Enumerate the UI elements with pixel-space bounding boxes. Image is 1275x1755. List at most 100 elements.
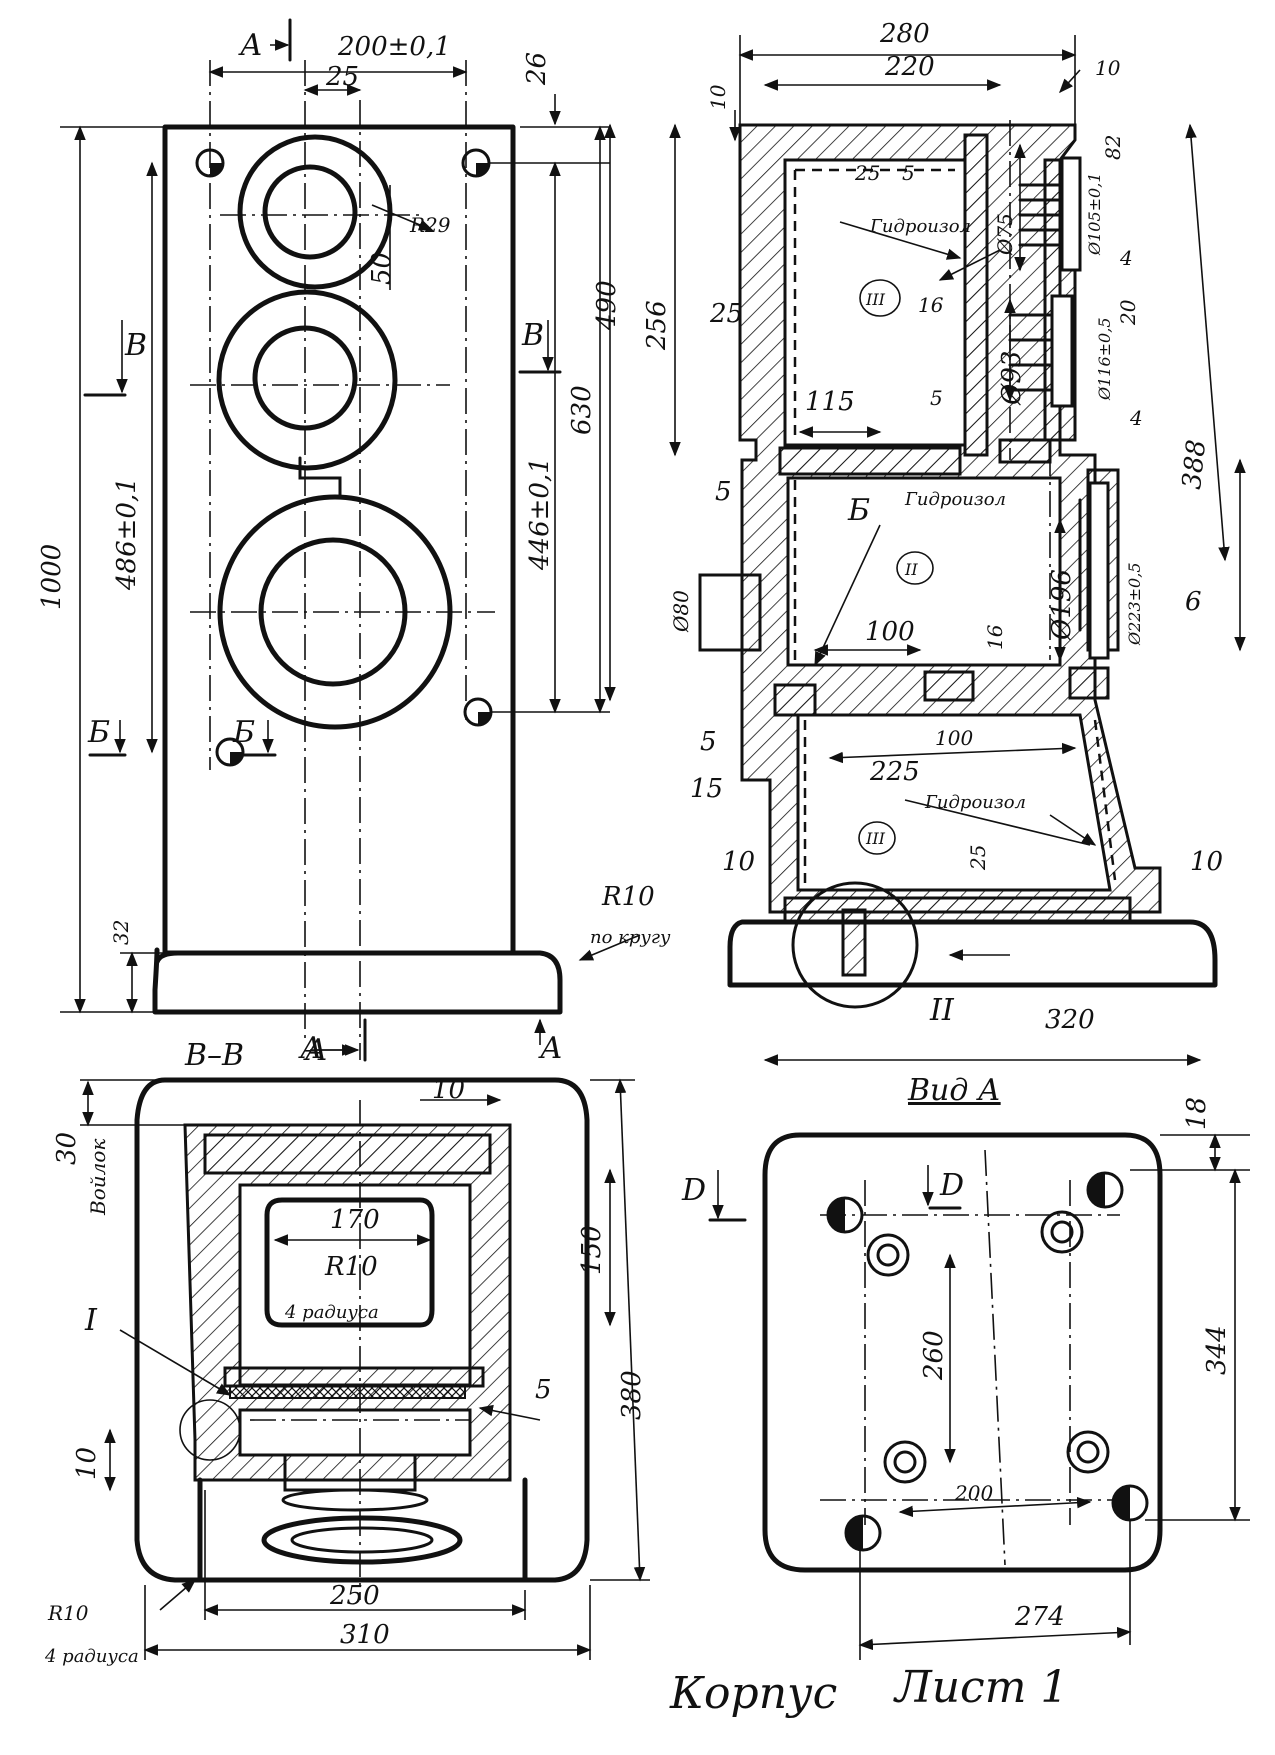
tweeter-inner — [262, 164, 358, 260]
section-v-v: В–В А 30 10 170 150 R10 5 10 380 250 310… — [44, 1031, 650, 1667]
dim-380: 380 — [617, 1370, 647, 1420]
shelf-2b — [923, 670, 975, 702]
tweeter-flange — [1060, 156, 1082, 272]
plinth-screw — [841, 908, 867, 977]
middle-chamber — [786, 476, 1062, 667]
dim-630: 630 — [567, 385, 597, 435]
dim-4-lower: 4 — [1129, 406, 1143, 430]
shelf-2a — [773, 683, 817, 717]
label-voilok: Войлок — [86, 1139, 110, 1216]
dim-250: 250 — [329, 1581, 380, 1611]
label-item-lower: III — [865, 829, 886, 848]
dim-30: 30 — [52, 1132, 82, 1165]
label-gidroizol-1: Гидроизол — [869, 216, 971, 237]
label-arrow-b: Б — [847, 493, 870, 528]
dim-15: 15 — [690, 774, 723, 804]
dim-1000: 1000 — [37, 544, 67, 610]
sheet-title: Корпус — [669, 1668, 837, 1719]
side-section: 280 220 10 10 25 5 16 25 115 5 256 490 3… — [592, 19, 1246, 1066]
section-driver-cone-2 — [261, 1515, 463, 1565]
mid-flange — [1050, 294, 1074, 408]
section-driver-cone-3 — [290, 1526, 434, 1554]
dim-200: 200±0,1 — [337, 32, 451, 62]
dim-dia80: Ø80 — [669, 590, 693, 633]
label-detail-ii: II — [929, 993, 955, 1028]
dim-dia75: Ø75 — [993, 213, 1017, 256]
dim-26: 26 — [522, 52, 552, 86]
front-plinth — [152, 947, 563, 1015]
view-a-feet — [866, 1210, 1110, 1484]
dim-115: 115 — [805, 387, 855, 417]
section-port-window — [264, 1197, 435, 1328]
dim-388: 388 — [1177, 438, 1212, 491]
dim-280: 280 — [879, 19, 930, 49]
dim-10-top-left: 10 — [706, 84, 730, 110]
dim-5-top: 5 — [902, 161, 915, 185]
section-top-panel — [203, 1133, 492, 1175]
dim-490: 490 — [592, 280, 622, 331]
hidden-lower — [803, 719, 1117, 890]
view-a-base-outline — [762, 1132, 1163, 1573]
dim-10-vv: 10 — [432, 1075, 465, 1105]
dim-dia93: Ø93 — [997, 351, 1027, 406]
label-gidroizol-3: Гидроизол — [924, 792, 1026, 813]
dim-20: 20 — [1116, 299, 1140, 326]
mid-inner — [252, 325, 358, 431]
note-4-radii: 4 радиуса — [284, 1302, 379, 1323]
section-vv-title: В–В — [184, 1038, 244, 1073]
dim-16-lower: 16 — [983, 624, 1007, 650]
dim-dia223: Ø223±0,5 — [1125, 562, 1144, 646]
dim-310: 310 — [340, 1620, 390, 1650]
section-vv-arrow-a: А — [298, 1031, 323, 1066]
view-a-holes — [826, 1171, 1149, 1552]
dim-100-middle: 100 — [865, 617, 915, 647]
note-4-radii-corner: 4 радиуса — [44, 1646, 139, 1667]
felt-layer — [229, 1385, 466, 1399]
section-mark-a-top: А — [238, 28, 263, 63]
dim-dia105: Ø105±0,1 — [1085, 172, 1104, 256]
section-driver-cone-1 — [281, 1488, 429, 1512]
dim-170: 170 — [330, 1205, 380, 1235]
dim-5-vv: 5 — [535, 1375, 552, 1405]
side-plinth — [727, 919, 1218, 988]
section-shelf — [223, 1366, 485, 1388]
dim-274: 274 — [1014, 1602, 1065, 1632]
dim-dia116: Ø116±0,5 — [1095, 317, 1114, 401]
dim-220: 220 — [884, 52, 935, 82]
dim-16-upper: 16 — [918, 293, 944, 317]
shelf-2c — [1068, 666, 1110, 700]
section-cavity-lower — [238, 1408, 472, 1457]
dim-446: 446±0,1 — [525, 457, 555, 571]
view-a-mark-d-left: D — [681, 1173, 706, 1208]
dim-50: 50 — [367, 252, 397, 285]
dim-32: 32 — [109, 920, 133, 945]
dim-4-upper: 4 — [1119, 246, 1133, 270]
dim-256: 256 — [642, 300, 672, 351]
dim-r10-front: R10 — [601, 882, 655, 912]
dim-10-vv-left: 10 — [72, 1447, 102, 1480]
shelf-1 — [778, 446, 962, 476]
dim-10-lower-right: 10 — [1190, 847, 1223, 877]
dim-82: 82 — [1101, 135, 1125, 160]
dim-344: 344 — [1202, 1325, 1232, 1375]
label-gidroizol-2: Гидроизол — [904, 489, 1006, 510]
note-po-krugu: по кругу — [590, 927, 671, 948]
view-a: Вид А D D 18 260 344 200 274 — [681, 1073, 1250, 1660]
section-mark-v-left: В — [124, 328, 147, 363]
section-mark-b-right: Б — [232, 715, 255, 750]
dim-r29: R29 — [409, 213, 451, 237]
dim-25-top: 25 — [854, 161, 880, 185]
dim-25-bottom: 25 — [966, 845, 990, 871]
view-a-mark-d-right: D — [939, 1168, 964, 1203]
dim-5-lower: 5 — [700, 727, 717, 757]
dim-6: 6 — [1185, 587, 1202, 617]
dim-r10-corner: R10 — [47, 1601, 89, 1625]
bottom-panel — [783, 896, 1132, 924]
section-outer-outline — [134, 1077, 590, 1583]
shelf-1b — [998, 438, 1052, 464]
woofer-flange — [1088, 481, 1110, 660]
dim-18: 18 — [1182, 1097, 1212, 1130]
dim-10-top-right: 10 — [1095, 56, 1121, 80]
